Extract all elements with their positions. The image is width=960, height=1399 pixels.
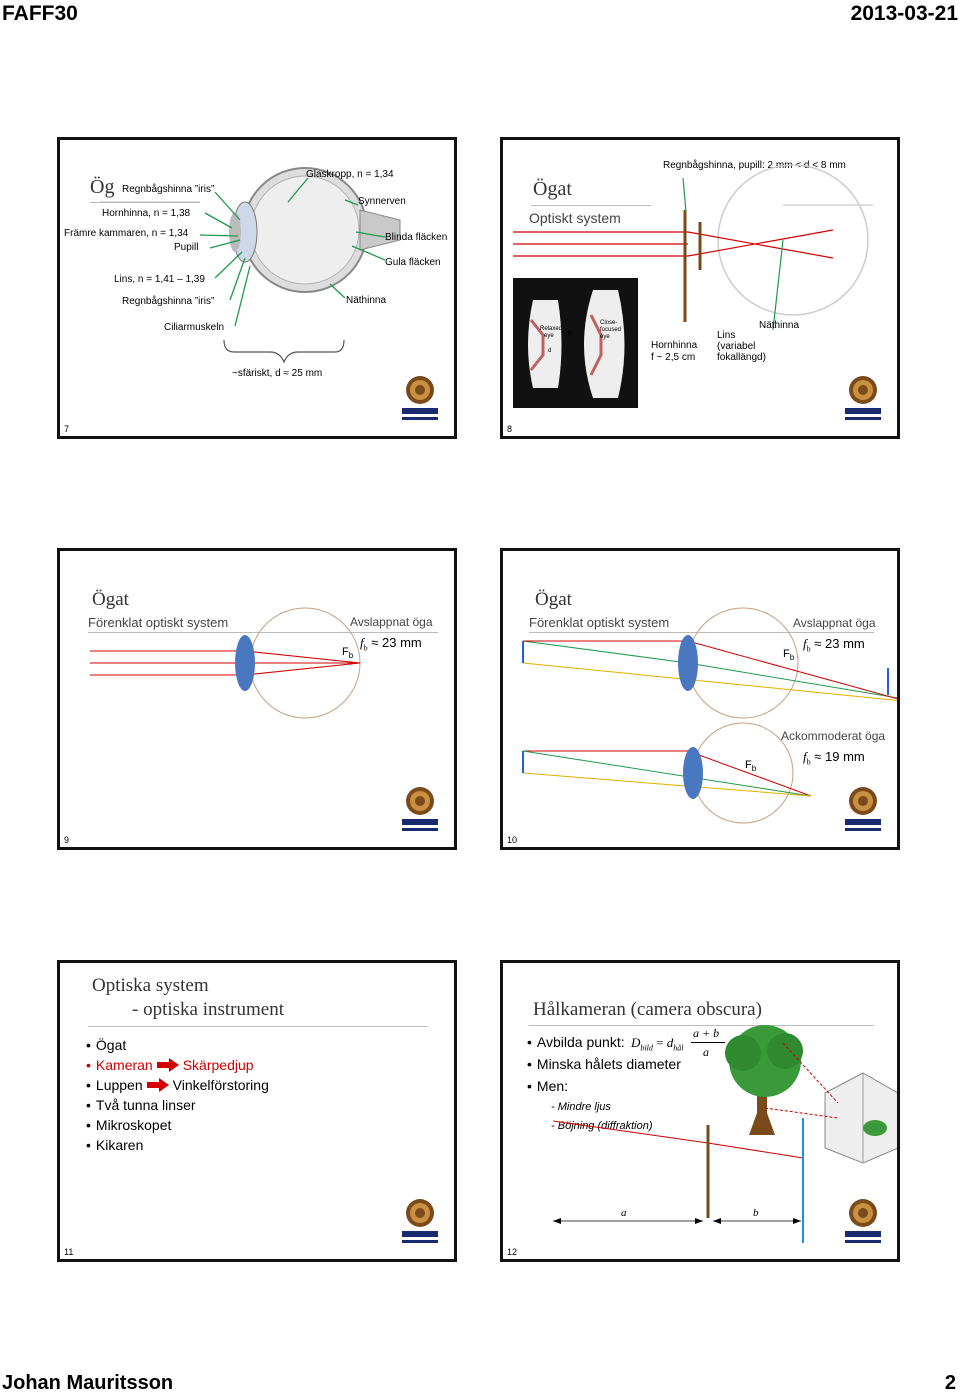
lund-university-logo bbox=[845, 1199, 881, 1243]
slide-title: Ögat bbox=[92, 589, 129, 610]
svg-text:P: P bbox=[568, 332, 572, 338]
focal-point-relaxed: Fb bbox=[783, 648, 795, 663]
focal-point-accommodated: Fb bbox=[745, 759, 757, 774]
slide-title: Ög bbox=[90, 176, 115, 198]
slide-subtitle: Förenklat optiskt system bbox=[529, 615, 670, 630]
slide-title: Hålkameran (camera obscura) bbox=[533, 999, 762, 1020]
lund-university-logo bbox=[402, 1199, 438, 1243]
label-focal: f ~ 2,5 cm bbox=[651, 352, 696, 363]
header-course-code: FAFF30 bbox=[2, 2, 78, 25]
label-ackommoderat: Ackommoderat öga bbox=[781, 729, 886, 743]
svg-text:eye: eye bbox=[544, 333, 554, 339]
subitem: - Böjning (diffraktion) bbox=[551, 1120, 653, 1132]
lund-university-logo bbox=[845, 787, 881, 831]
formula-denominator: a bbox=[703, 1045, 709, 1059]
label-iris-top: Regnbågshinna ”iris” bbox=[122, 184, 215, 195]
svg-text:d: d bbox=[548, 348, 551, 354]
list-item: Kikaren bbox=[86, 1137, 269, 1153]
focal-point-label: Fb bbox=[342, 646, 354, 661]
slide-number: 12 bbox=[507, 1247, 518, 1257]
svg-text:eye: eye bbox=[600, 334, 610, 340]
label-iris-pupil: Regnbågshinna, pupill: 2 mm < d < 8 mm bbox=[663, 160, 846, 171]
footer-author: Johan Mauritsson bbox=[2, 1372, 174, 1394]
list-item: Men: bbox=[527, 1078, 681, 1094]
formula-numerator: a + b bbox=[693, 1026, 720, 1040]
label-glaskropp: Glaskropp, n = 1,34 bbox=[306, 169, 394, 180]
title-rule bbox=[88, 1026, 428, 1027]
accommodation-ray-diagram bbox=[522, 607, 897, 824]
slide-11: Optiska system - optiska instrument Ögat… bbox=[57, 960, 457, 1262]
label-iris-bottom: Regnbågshinna ”iris” bbox=[122, 296, 215, 307]
slide-10: Ögat Förenklat optiskt system Avslappnat… bbox=[500, 548, 900, 850]
slide-number: 11 bbox=[64, 1247, 74, 1257]
subitem: - Mindre ljus bbox=[551, 1101, 611, 1113]
label-hornhinna: Hornhinna bbox=[651, 340, 698, 351]
label-lins: Lins, n = 1,41 – 1,39 bbox=[114, 274, 205, 285]
label-framre-kammaren: Främre kammaren, n = 1,34 bbox=[64, 228, 189, 239]
title-rule bbox=[88, 632, 438, 633]
label-gula-flacken: Gula fläcken bbox=[385, 257, 441, 268]
fraction-bar bbox=[691, 1042, 725, 1043]
label-pupill: Pupill bbox=[174, 242, 199, 253]
slide-12: Hålkameran (camera obscura) Avbilda punk… bbox=[500, 960, 900, 1262]
label-synnerven: Synnerven bbox=[358, 196, 406, 207]
title-rule bbox=[529, 632, 874, 633]
header-date: 2013-03-21 bbox=[850, 2, 958, 25]
slide-8: Ögat Optiskt system Regnbågshinna, pupil… bbox=[500, 137, 900, 439]
svg-text:Close-: Close- bbox=[600, 320, 617, 326]
slide-number: 8 bbox=[507, 424, 513, 434]
arrow-icon bbox=[146, 1078, 169, 1092]
lund-university-logo bbox=[402, 376, 438, 420]
distance-b-label: b bbox=[753, 1207, 759, 1219]
label-avslappnat: Avslappnat öga bbox=[793, 616, 876, 630]
list-item: Ögat bbox=[86, 1037, 269, 1053]
title-rule bbox=[529, 1025, 874, 1026]
slide-number: 9 bbox=[64, 835, 70, 845]
slide-subtitle: Optiskt system bbox=[529, 210, 621, 226]
label-avslappnat: Avslappnat öga bbox=[350, 615, 433, 629]
formula: Dbild = dhål bbox=[631, 1035, 684, 1053]
svg-text:focused: focused bbox=[600, 327, 621, 333]
relaxed-eye-ray-diagram bbox=[90, 607, 361, 719]
label-lins-fokallangd: fokallängd) bbox=[717, 352, 766, 363]
title-rule bbox=[531, 205, 651, 206]
lund-university-logo bbox=[402, 787, 438, 831]
label-sfariskt: ~sfäriskt, d ≈ 25 mm bbox=[232, 368, 323, 379]
slide-number: 7 bbox=[64, 424, 70, 434]
footer-page-number: 2 bbox=[944, 1372, 956, 1394]
list-item: Mikroskopet bbox=[86, 1117, 269, 1133]
label-lins: Lins bbox=[717, 330, 736, 341]
focal-length-relaxed: fb ≈ 23 mm bbox=[803, 636, 865, 654]
pinhole-list: Avbilda punkt: Minska hålets diameter Me… bbox=[527, 1034, 681, 1098]
list-item: Två tunna linser bbox=[86, 1097, 269, 1113]
label-blinda-flacken: Blinda fläcken bbox=[385, 232, 448, 243]
eye-cross-section bbox=[100, 167, 401, 364]
slide-9: Ögat Förenklat optiskt system Avslappnat… bbox=[57, 548, 457, 850]
slide-subtitle: Förenklat optiskt system bbox=[88, 615, 229, 630]
pinhole-camera-diagram bbox=[552, 1025, 897, 1243]
slide-7: Ög Regnbågshinna ”iris” Glaskropp, n = 1… bbox=[57, 137, 457, 439]
slide-title: Ögat bbox=[533, 178, 572, 200]
svg-text:Relaxed: Relaxed bbox=[540, 326, 562, 332]
slide-title-line2: - optiska instrument bbox=[132, 999, 284, 1020]
arrow-icon bbox=[156, 1058, 179, 1072]
focal-length: fb ≈ 23 mm bbox=[360, 635, 422, 653]
label-ciliarmuskeln: Ciliarmuskeln bbox=[164, 322, 225, 333]
slide-title: Ögat bbox=[535, 589, 572, 610]
slide-number: 10 bbox=[507, 835, 518, 845]
label-nathinna: Näthinna bbox=[346, 295, 387, 306]
label-lins-variabel: (variabel bbox=[717, 341, 756, 352]
distance-a-label: a bbox=[621, 1207, 627, 1219]
lund-university-logo bbox=[845, 376, 881, 420]
list-item: Avbilda punkt: bbox=[527, 1034, 681, 1050]
focal-length-accommodated: fb ≈ 19 mm bbox=[803, 749, 865, 767]
optical-system-diagram: Relaxed eye Close- focused eye d P bbox=[513, 164, 873, 408]
label-nathinna: Näthinna bbox=[759, 320, 800, 331]
slide-title-line1: Optiska system bbox=[92, 975, 209, 996]
list-item: Minska hålets diameter bbox=[527, 1056, 681, 1072]
label-hornhinna: Hornhinna, n = 1,38 bbox=[102, 208, 191, 219]
